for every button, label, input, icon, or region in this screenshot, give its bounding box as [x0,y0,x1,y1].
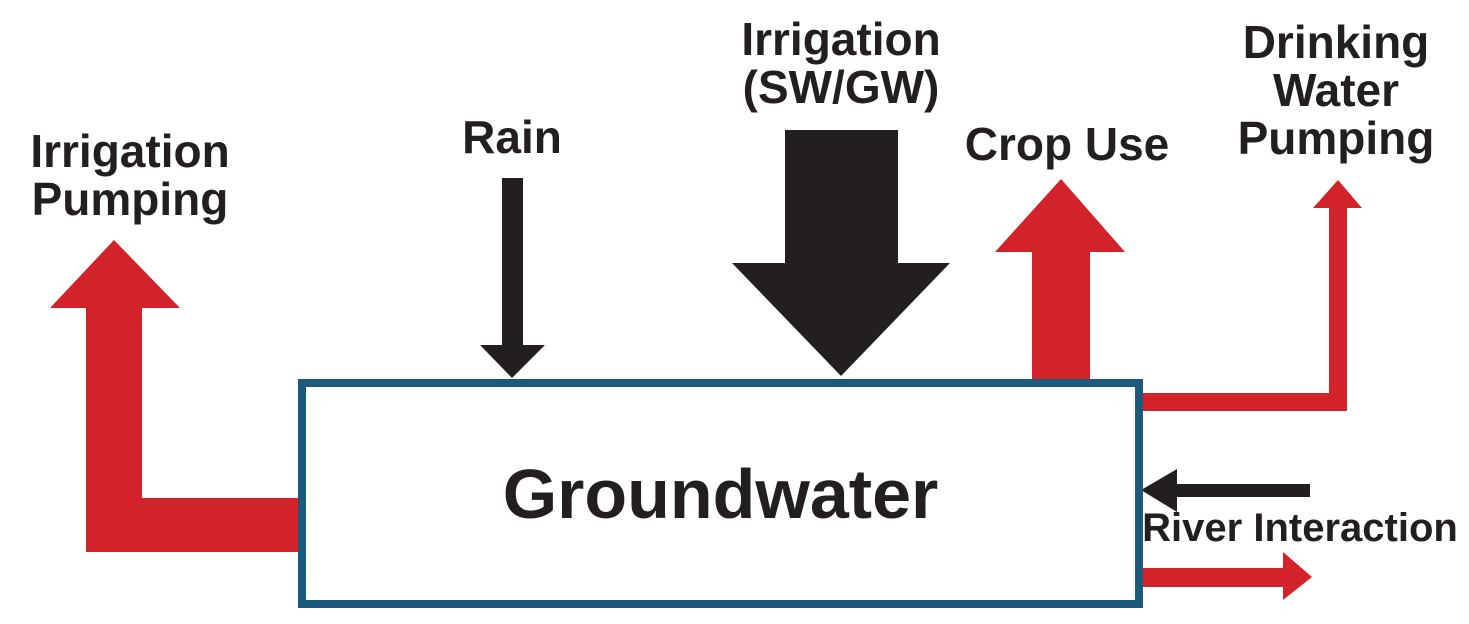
rain-arrow [480,178,545,378]
drinking-water-pumping-arrow [1140,180,1362,411]
groundwater-box: Groundwater [298,379,1143,608]
irrigation-pumping-label: Irrigation Pumping [30,125,230,225]
river-interaction-label: River Interaction [1142,506,1458,550]
crop-use-label: Crop Use [964,118,1170,170]
river-interaction-out-arrow [1140,552,1312,600]
irrigation-sw-gw-label: Irrigation (SW/GW) [741,13,941,113]
rain-label: Rain [462,111,562,163]
irrigation-pumping-arrow [50,240,302,552]
river-interaction-in-arrow [1141,469,1310,512]
groundwater-box-label: Groundwater [502,454,939,533]
irrigation-sw-gw-arrow [732,130,950,376]
drinking-water-pumping-label: Drinking Water Pumping [1237,16,1435,164]
crop-use-arrow [995,179,1125,385]
